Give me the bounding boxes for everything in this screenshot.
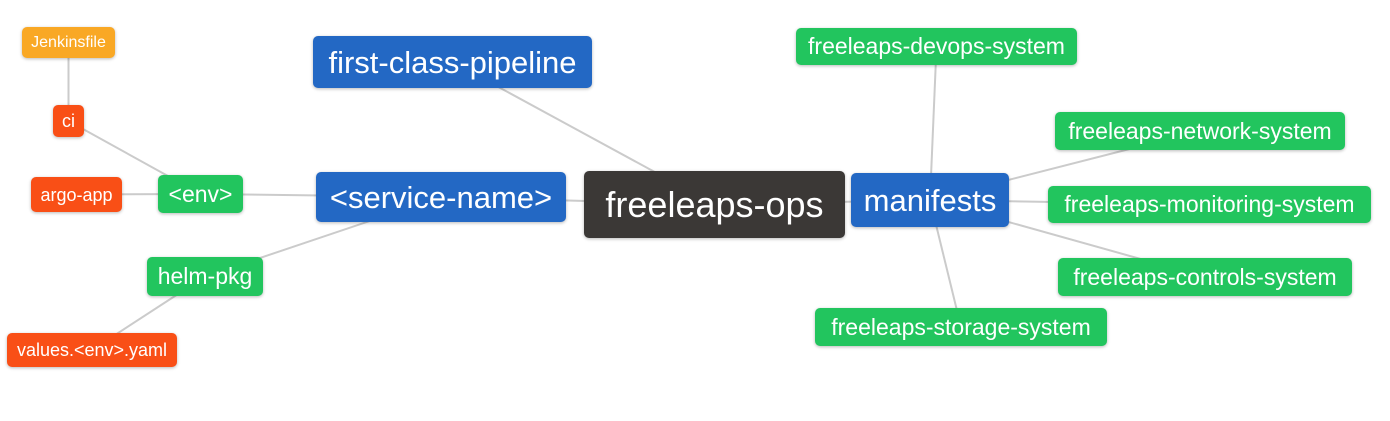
node-freeleaps-controls-system[interactable]: freeleaps-controls-system <box>1058 258 1352 296</box>
node-jenkinsfile[interactable]: Jenkinsfile <box>22 27 115 58</box>
node-helm-pkg[interactable]: helm-pkg <box>147 257 263 296</box>
node-env[interactable]: <env> <box>158 175 243 213</box>
node-freeleaps-devops-system[interactable]: freeleaps-devops-system <box>796 28 1077 65</box>
node-service-name[interactable]: <service-name> <box>316 172 566 222</box>
node-ci[interactable]: ci <box>53 105 84 137</box>
node-values-env-yaml[interactable]: values.<env>.yaml <box>7 333 177 367</box>
node-argo-app[interactable]: argo-app <box>31 177 122 212</box>
node-first-class-pipeline[interactable]: first-class-pipeline <box>313 36 592 88</box>
node-freeleaps-network-system[interactable]: freeleaps-network-system <box>1055 112 1345 150</box>
node-freeleaps-ops[interactable]: freeleaps-ops <box>584 171 845 238</box>
node-freeleaps-storage-system[interactable]: freeleaps-storage-system <box>815 308 1107 346</box>
node-manifests[interactable]: manifests <box>851 173 1009 227</box>
node-freeleaps-monitoring-system[interactable]: freeleaps-monitoring-system <box>1048 186 1371 223</box>
